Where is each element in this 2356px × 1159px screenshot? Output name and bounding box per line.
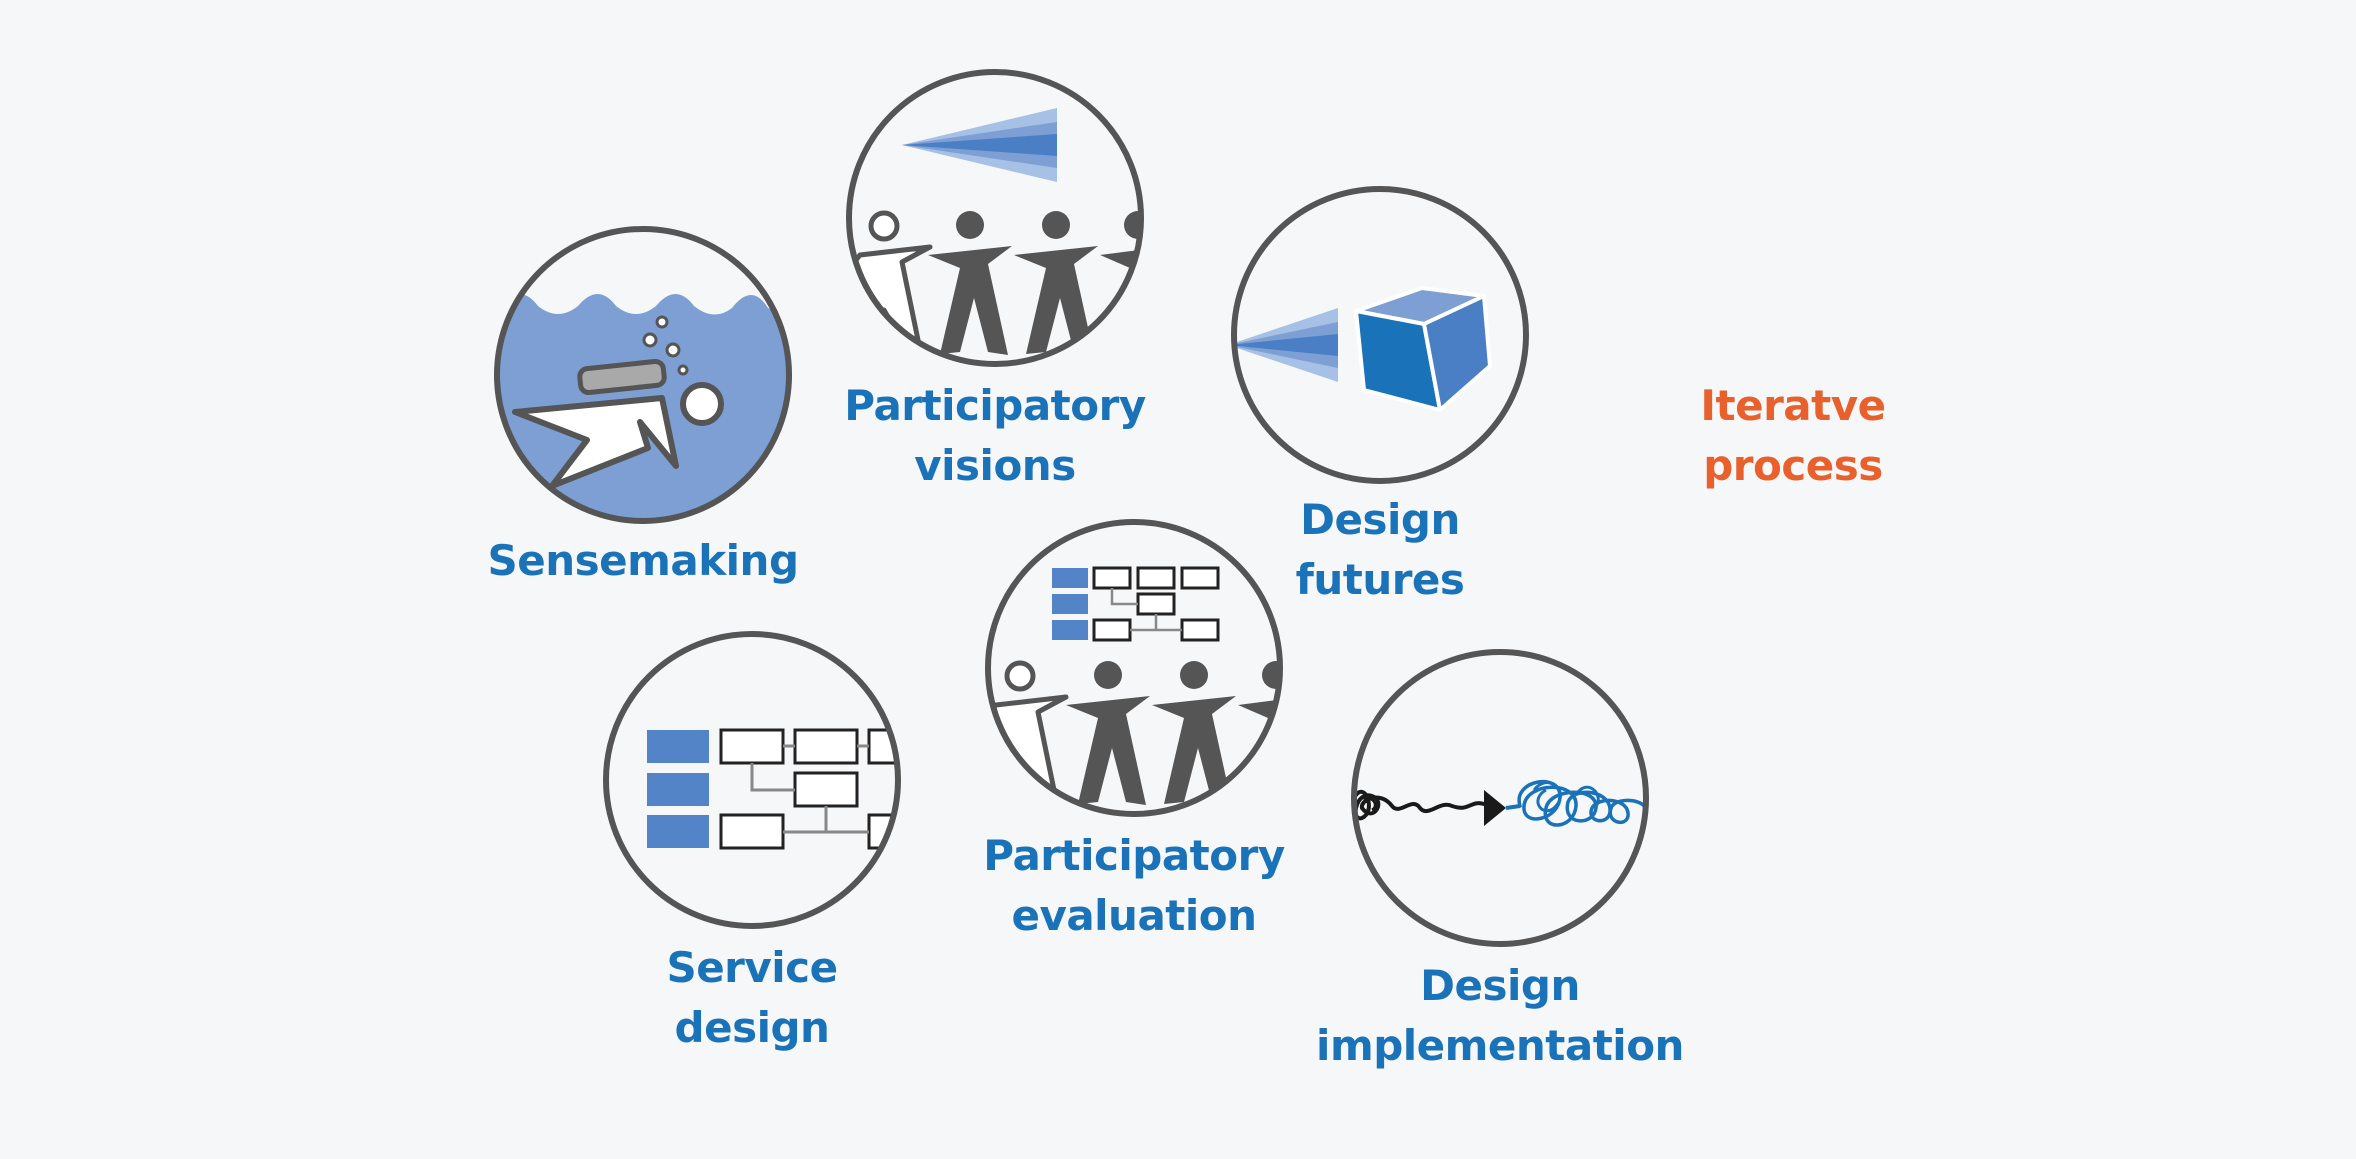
label-service-design: Service design xyxy=(666,938,838,1058)
cube-projection-icon xyxy=(1231,186,1529,484)
label-line: Sensemaking xyxy=(487,536,799,585)
label-line: design xyxy=(674,1003,830,1052)
label-participatory-evaluation: Participatory evaluation xyxy=(983,826,1285,946)
people-vision-icon xyxy=(846,69,1144,367)
annotation-iterative-process: Iteratve process xyxy=(1700,376,1886,496)
label-line: Participatory xyxy=(844,381,1146,430)
label-participatory-visions: Participatory visions xyxy=(844,376,1146,496)
label-design-implementation: Design implementation xyxy=(1316,956,1684,1076)
label-line: Design xyxy=(1300,495,1460,544)
label-line: visions xyxy=(914,441,1076,490)
label-line: Design xyxy=(1420,961,1580,1010)
annotation-line: Iteratve xyxy=(1700,381,1886,430)
label-line: Service xyxy=(666,943,838,992)
diver-icon xyxy=(494,226,792,524)
label-line: futures xyxy=(1295,555,1465,604)
label-line: evaluation xyxy=(1011,891,1257,940)
label-line: Participatory xyxy=(983,831,1285,880)
label-design-futures: Design futures xyxy=(1296,490,1465,610)
label-line: implementation xyxy=(1316,1021,1684,1070)
label-sensemaking: Sensemaking xyxy=(487,531,799,591)
tangle-arrow-icon xyxy=(1351,649,1649,947)
service-blueprint-icon xyxy=(603,631,901,929)
annotation-line: process xyxy=(1703,441,1883,490)
people-blueprint-icon xyxy=(985,519,1283,817)
